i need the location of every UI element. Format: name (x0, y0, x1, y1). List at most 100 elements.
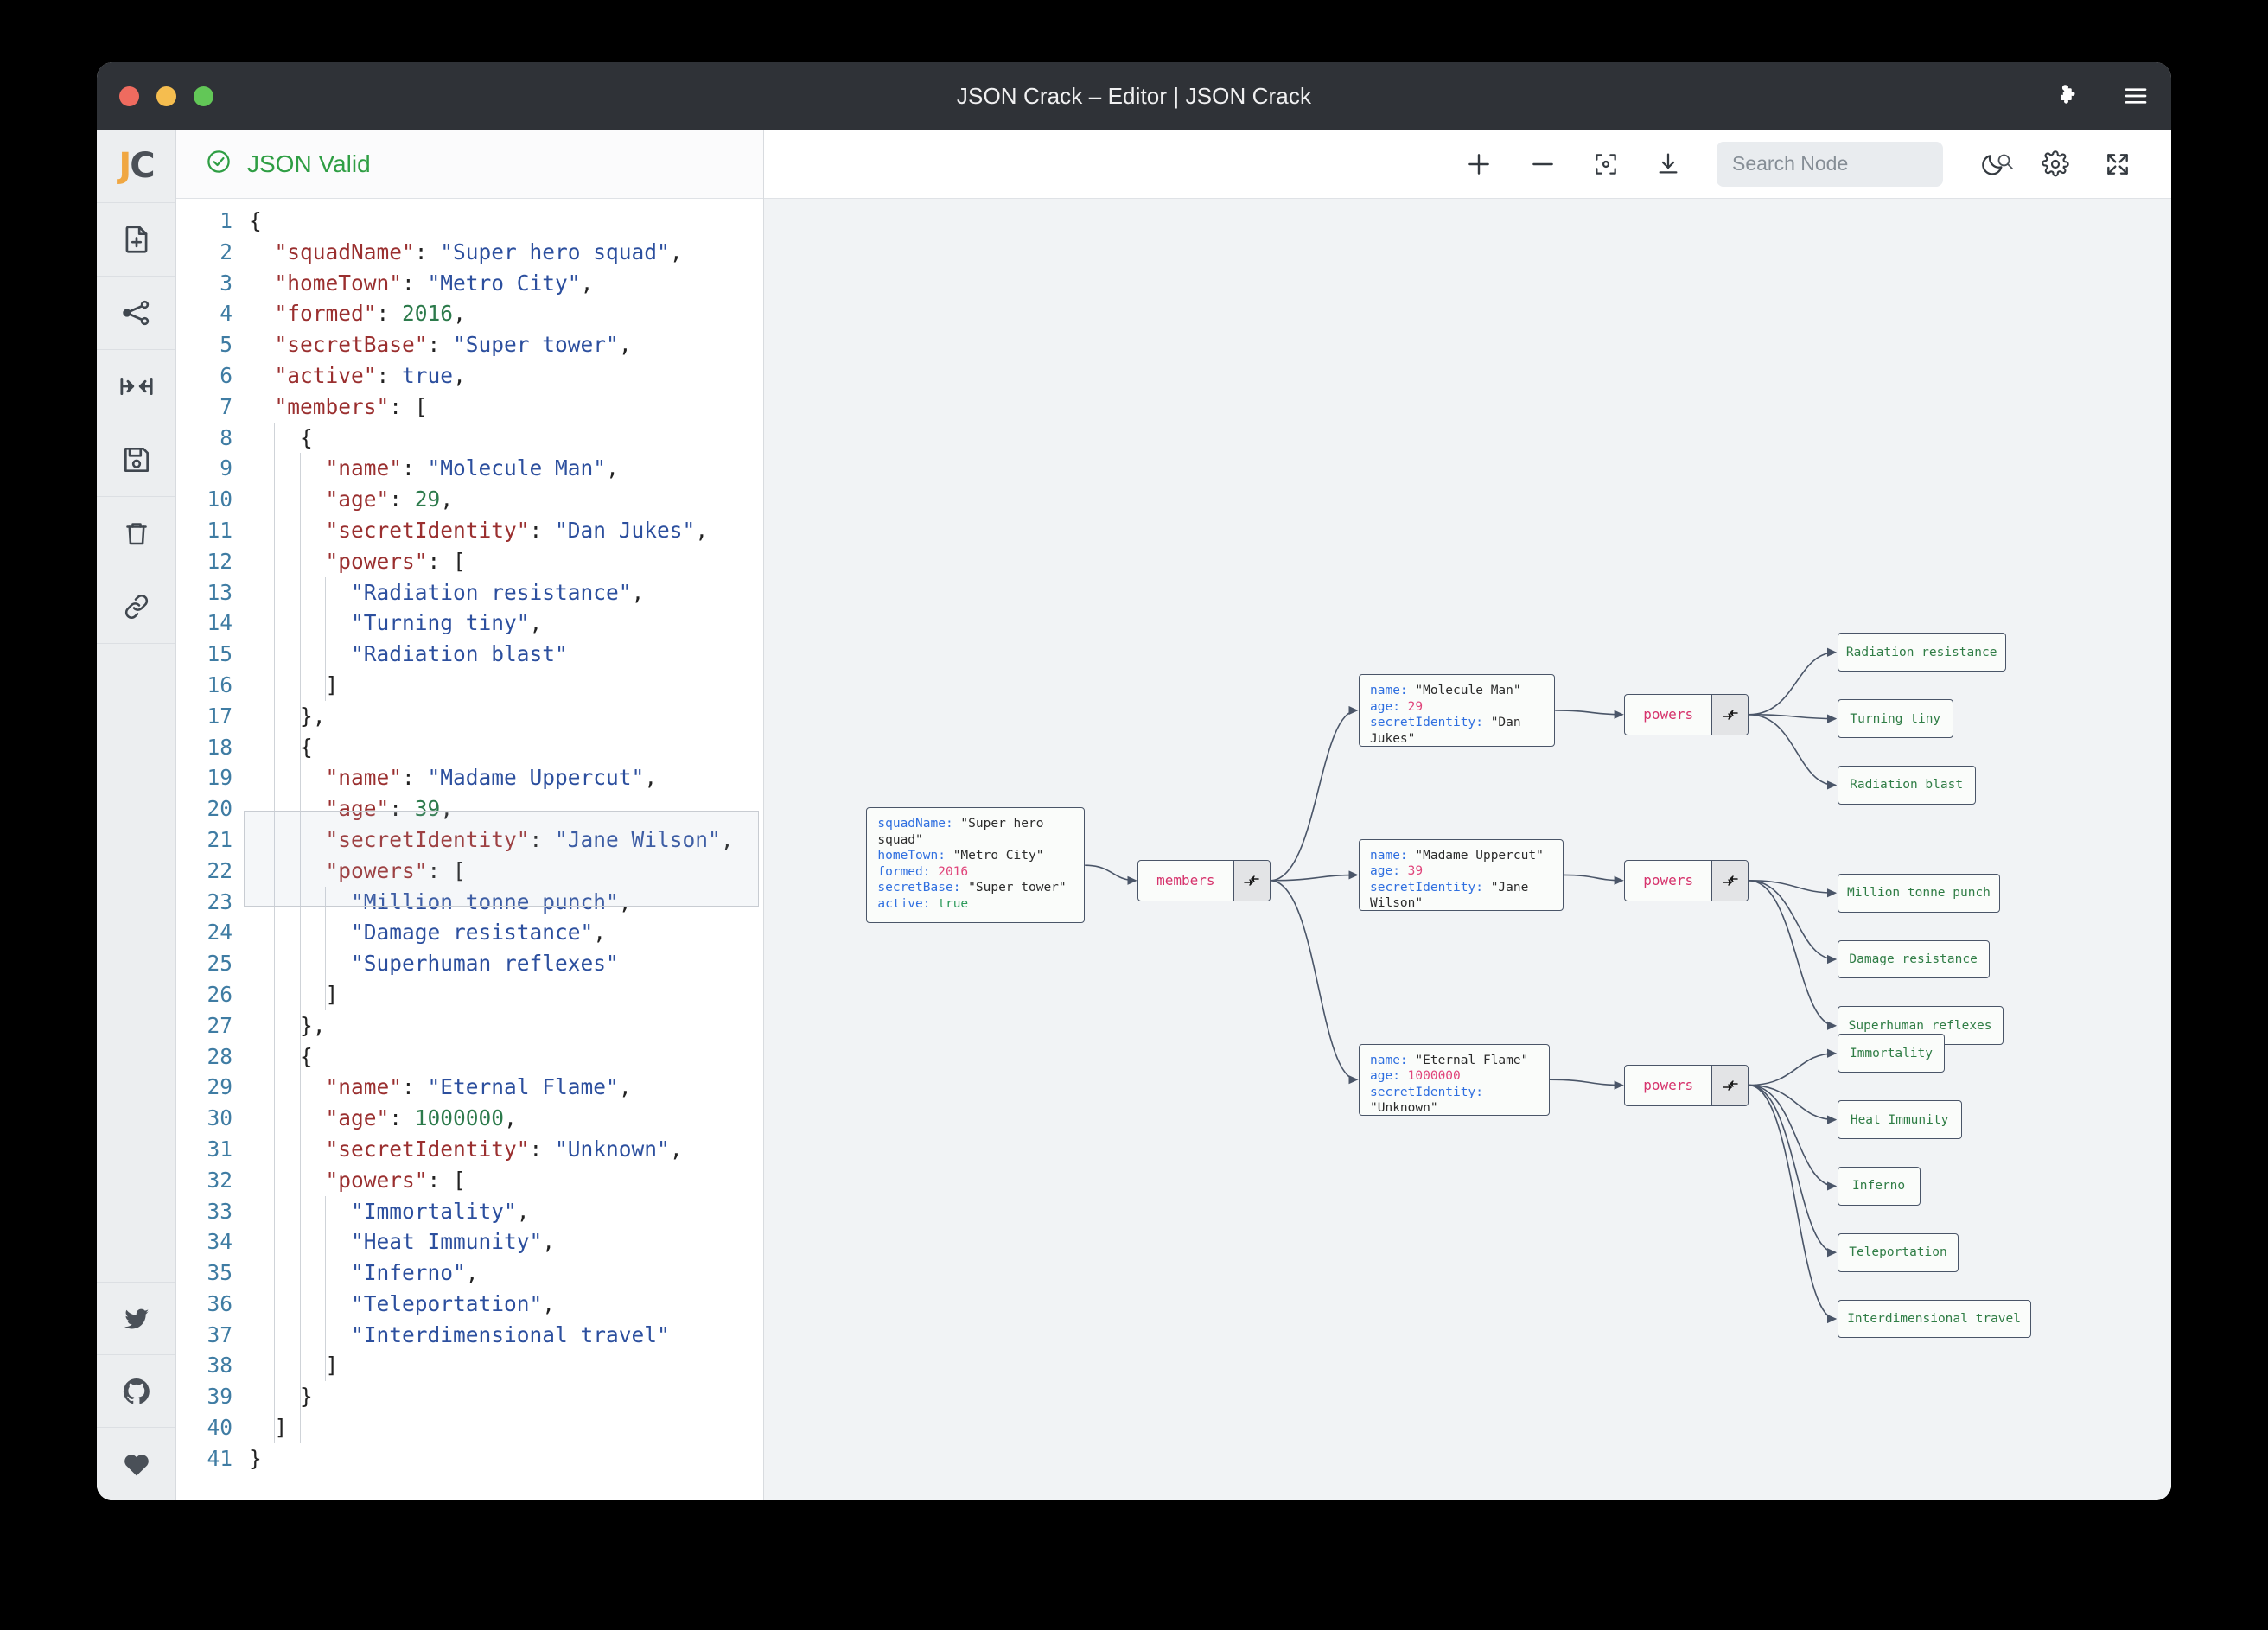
moon-icon[interactable] (1979, 150, 2007, 178)
graph-leaf-node[interactable]: Inferno (1837, 1167, 1921, 1206)
zoom-button[interactable] (194, 86, 213, 106)
graph-node-powers-group[interactable]: powers (1624, 1064, 1749, 1106)
search-input[interactable] (1732, 152, 1988, 175)
code-line[interactable]: { (249, 1043, 313, 1069)
code-line[interactable]: { (249, 424, 313, 450)
hamburger-menu-icon[interactable] (2123, 86, 2149, 105)
graph-node-powers-group[interactable]: powers (1624, 859, 1749, 901)
code-line[interactable]: "name": "Eternal Flame", (325, 1074, 632, 1100)
code-line[interactable]: }, (249, 1012, 326, 1038)
app-logo[interactable]: JC (97, 130, 175, 203)
code-line[interactable]: { (249, 734, 313, 760)
code-line[interactable]: "powers": [ (325, 1167, 466, 1193)
code-line[interactable]: "powers": [ (325, 857, 466, 883)
code-line[interactable]: "Superhuman reflexes" (351, 951, 619, 977)
search-icon[interactable] (1995, 151, 2016, 176)
collapse-arrows-icon[interactable] (97, 350, 175, 423)
save-icon[interactable] (97, 423, 175, 497)
code-line[interactable]: "active": true, (274, 362, 466, 388)
code-line[interactable]: "Damage resistance", (351, 920, 607, 946)
graph-leaf-node[interactable]: Million tonne punch (1837, 873, 2001, 913)
code-line[interactable]: } (249, 1384, 313, 1410)
code-line[interactable]: "age": 29, (325, 487, 454, 513)
code-line[interactable]: "age": 1000000, (325, 1105, 517, 1131)
code-content[interactable]: { "squadName": "Super hero squad", "home… (244, 199, 763, 1500)
graph-leaf-node[interactable]: Turning tiny (1837, 699, 1953, 738)
focus-icon[interactable] (1592, 150, 1620, 178)
graph-leaf-node[interactable]: Radiation resistance (1837, 633, 2006, 672)
graph-node-powers-group[interactable]: powers (1624, 693, 1749, 735)
line-number: 14 (207, 610, 233, 636)
new-file-icon[interactable] (97, 203, 175, 277)
graph-leaf-node[interactable]: Immortality (1837, 1034, 1946, 1073)
search-node-box[interactable] (1717, 141, 2013, 187)
collapse-arrows-icon[interactable] (1711, 694, 1749, 735)
graph-leaf-node[interactable]: Radiation blast (1837, 766, 1976, 805)
code-line[interactable]: "secretIdentity": "Dan Jukes", (325, 517, 709, 543)
code-line[interactable]: "name": "Molecule Man", (325, 455, 619, 481)
code-line[interactable]: "Interdimensional travel" (351, 1321, 670, 1347)
graph-leaf-node[interactable]: Damage resistance (1837, 939, 1990, 979)
collapse-arrows-icon[interactable] (1711, 1065, 1749, 1105)
code-line[interactable]: } (249, 1445, 262, 1471)
node-value: 29 (1407, 699, 1424, 714)
graph-leaf-node[interactable]: Heat Immunity (1837, 1100, 1962, 1139)
share-graph-icon[interactable] (97, 277, 175, 350)
plus-icon[interactable] (1464, 150, 1494, 179)
code-line[interactable]: "powers": [ (325, 548, 466, 574)
code-line[interactable]: "Inferno", (351, 1260, 479, 1286)
code-line[interactable]: "secretIdentity": "Jane Wilson", (325, 826, 734, 852)
collapse-arrows-icon[interactable] (1711, 860, 1749, 901)
github-icon[interactable] (97, 1354, 175, 1428)
graph-canvas[interactable]: squadName: "Super hero squad"homeTown: "… (764, 199, 2171, 1500)
graph-leaf-node[interactable]: Teleportation (1837, 1232, 1959, 1272)
code-line[interactable]: ] (249, 672, 339, 697)
line-number: 11 (207, 517, 233, 543)
code-line[interactable]: }, (249, 703, 326, 729)
code-line[interactable]: "Radiation resistance", (351, 579, 645, 605)
node-value: "Jane Wilson" (1370, 880, 1529, 911)
delete-icon[interactable] (97, 497, 175, 570)
code-line[interactable]: "Heat Immunity", (351, 1229, 556, 1255)
fullscreen-icon[interactable] (2104, 150, 2131, 178)
code-line[interactable]: "Immortality", (351, 1198, 530, 1224)
code-line[interactable]: "secretBase": "Super tower", (274, 332, 632, 358)
puzzle-icon[interactable] (2055, 83, 2081, 109)
code-line[interactable]: "name": "Madame Uppercut", (325, 765, 658, 791)
code-line[interactable]: "Turning tiny", (351, 610, 543, 636)
graph-leaf-node[interactable]: Interdimensional travel (1837, 1299, 2031, 1339)
graph-edge (1749, 1084, 1838, 1258)
app-window: JSON Crack – Editor | JSON Crack JC (97, 62, 2171, 1500)
code-line[interactable]: { (249, 208, 262, 233)
minus-icon[interactable] (1528, 150, 1558, 179)
graph-node-members-group[interactable]: members (1137, 859, 1271, 901)
line-number: 31 (207, 1136, 233, 1162)
gear-icon[interactable] (2042, 150, 2069, 178)
collapse-arrows-icon[interactable] (1233, 860, 1270, 901)
code-line[interactable]: "age": 39, (325, 796, 454, 822)
code-line[interactable]: "squadName": "Super hero squad", (274, 239, 683, 264)
minimize-button[interactable] (156, 86, 176, 106)
code-line[interactable]: ] (249, 1415, 288, 1441)
code-line[interactable]: "homeTown": "Metro City", (274, 270, 594, 296)
code-line[interactable]: "Teleportation", (351, 1290, 556, 1316)
code-line[interactable]: "members": [ (274, 393, 428, 419)
link-icon[interactable] (97, 570, 175, 644)
code-line[interactable]: "Radiation blast" (351, 641, 568, 667)
download-icon[interactable] (1654, 150, 1682, 178)
twitter-icon[interactable] (97, 1282, 175, 1355)
code-line[interactable]: "secretIdentity": "Unknown", (325, 1136, 683, 1162)
graph-node-root[interactable]: squadName: "Super hero squad"homeTown: "… (866, 807, 1086, 924)
code-line[interactable]: ] (249, 1353, 339, 1378)
code-line[interactable]: "formed": 2016, (274, 301, 466, 327)
heart-icon[interactable] (97, 1427, 175, 1500)
code-line[interactable]: ] (249, 981, 339, 1007)
graph-leaf-label: Inferno (1852, 1179, 1906, 1194)
graph-edge (1555, 710, 1624, 719)
code-line[interactable]: "Million tonne punch", (351, 888, 632, 914)
close-button[interactable] (119, 86, 139, 106)
